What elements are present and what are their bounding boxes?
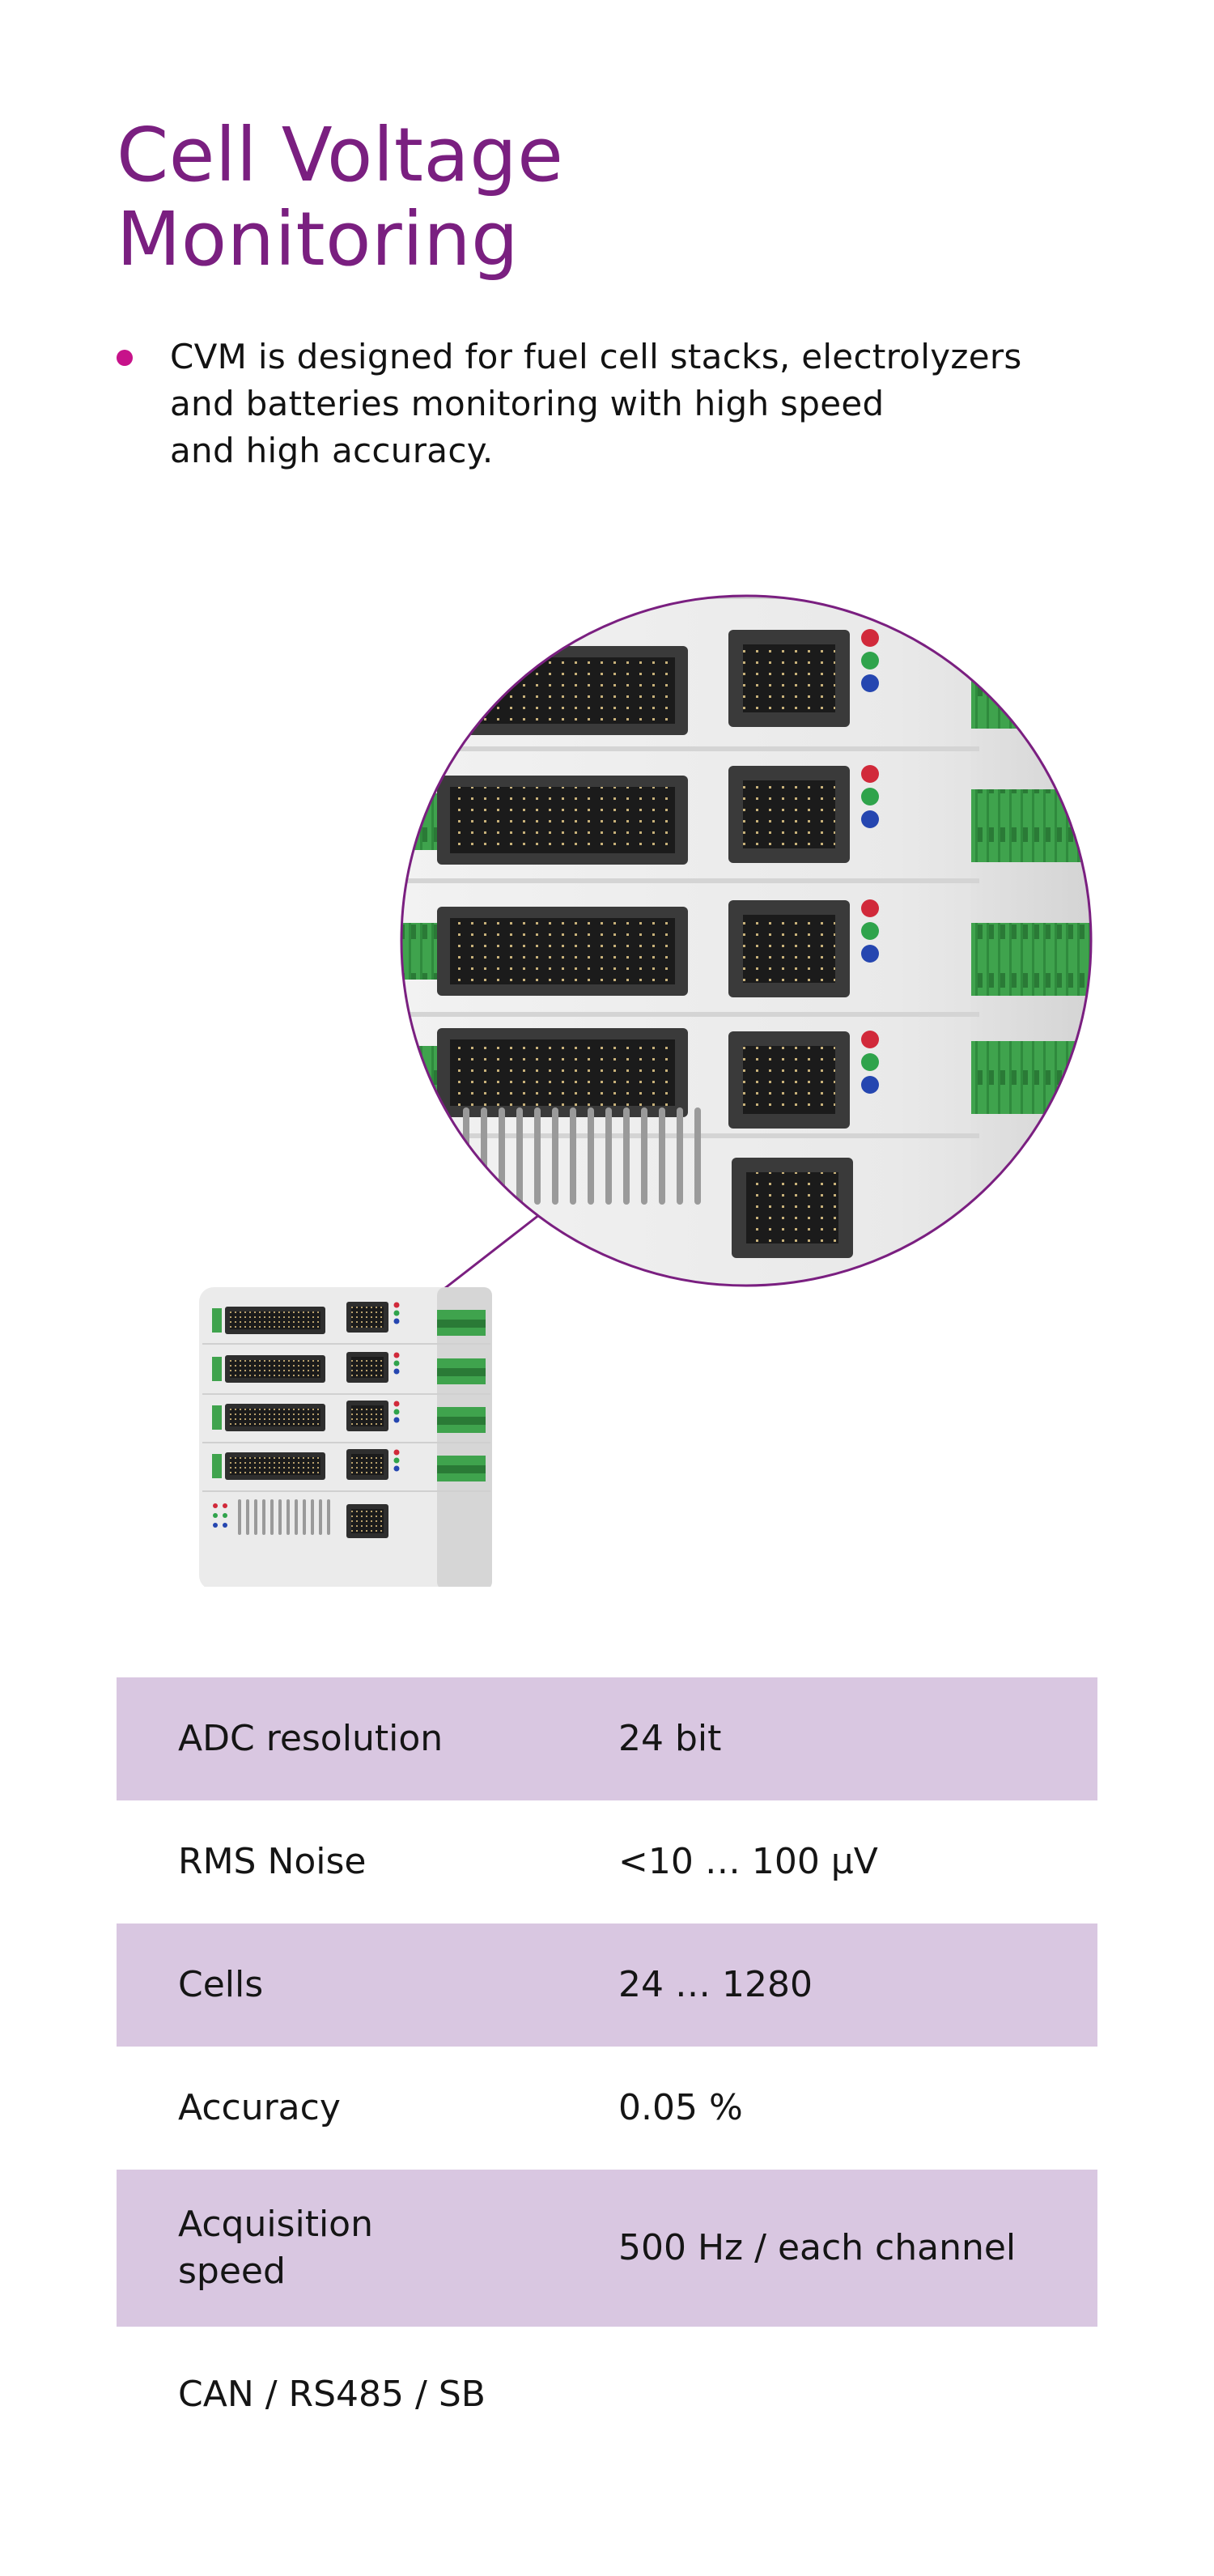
intro-text: CVM is designed for fuel cell stacks, el…: [170, 334, 1165, 474]
spec-value: 500 Hz / each channel: [618, 2227, 1017, 2268]
spec-label: Accuracy: [178, 2087, 341, 2128]
page-title: Cell Voltage Monitoring: [117, 113, 845, 282]
spec-value: 24 … 1280: [618, 1964, 813, 2005]
bullet-dot-icon: [117, 350, 133, 366]
spec-label-line-2: speed: [178, 2251, 286, 2292]
magnifier-circle-icon: [400, 594, 1093, 1287]
device-illustration-svg: [199, 594, 1093, 1590]
spec-label-line-1: Acquisition: [178, 2204, 373, 2245]
device-render-icon: [199, 1287, 492, 1590]
spec-row-rms-noise: RMS Noise <10 … 100 μV: [117, 1800, 1097, 1923]
specs-table: ADC resolution 24 bit RMS Noise <10 … 10…: [117, 1677, 1097, 2463]
spec-label: RMS Noise: [178, 1841, 367, 1882]
spec-row-cells: Cells 24 … 1280: [117, 1923, 1097, 2047]
spec-row-interfaces: CAN / RS485 / SB: [117, 2327, 1097, 2463]
title-line-2: Monitoring: [117, 196, 519, 283]
spec-label: CAN / RS485 / SB: [178, 2374, 486, 2415]
title-line-1: Cell Voltage: [117, 112, 564, 198]
spec-label: Cells: [178, 1964, 264, 2005]
spec-value: 0.05 %: [618, 2087, 743, 2128]
spec-value: <10 … 100 μV: [618, 1841, 878, 1882]
magnified-view: [401, 596, 1091, 1286]
intro-line-2: and batteries monitoring with high speed: [170, 384, 885, 423]
spec-value: 24 bit: [618, 1718, 722, 1759]
spec-label: ADC resolution: [178, 1718, 444, 1759]
intro-line-1: CVM is designed for fuel cell stacks, el…: [170, 337, 1022, 376]
spec-label: Acquisition speed: [178, 2201, 518, 2295]
spec-row-acquisition-speed: Acquisition speed 500 Hz / each channel: [117, 2170, 1097, 2327]
device-illustration: [0, 567, 1214, 1590]
spec-row-adc: ADC resolution 24 bit: [117, 1677, 1097, 1800]
spec-row-accuracy: Accuracy 0.05 %: [117, 2047, 1097, 2170]
intro-line-3: and high accuracy.: [170, 431, 494, 470]
